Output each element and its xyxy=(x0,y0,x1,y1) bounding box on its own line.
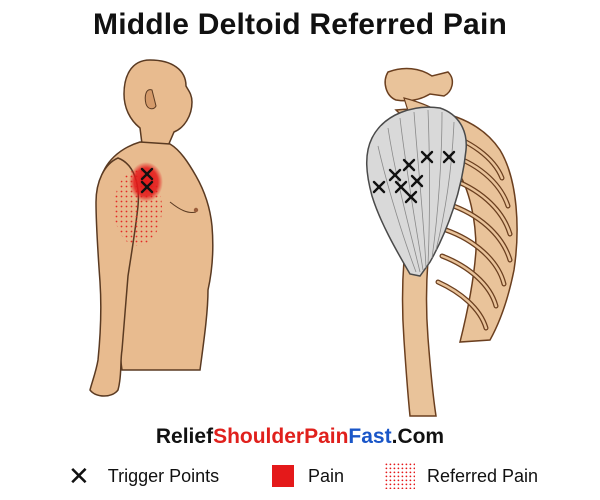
brand-part-shoulderpain: ShoulderPain xyxy=(213,425,349,448)
trigger-point xyxy=(140,180,154,194)
legend-label-pain: Pain xyxy=(308,465,345,486)
trigger-point xyxy=(404,190,418,204)
ear-shape xyxy=(144,89,157,110)
muscle-fibers xyxy=(377,109,455,273)
pain-area xyxy=(129,162,163,202)
pain-square-icon xyxy=(272,465,294,487)
trigger-point xyxy=(394,180,408,194)
legend: ✕ Trigger Points Pain Referred Pain xyxy=(0,460,600,492)
nipple-mark xyxy=(193,207,199,213)
legend-label-trigger-points: Trigger Points xyxy=(107,465,220,486)
trigger-point xyxy=(402,158,416,172)
trigger-point xyxy=(388,168,402,182)
trigger-point xyxy=(140,167,154,181)
page-title: Middle Deltoid Referred Pain xyxy=(93,8,507,41)
brand-url[interactable]: ReliefShoulderPainFast.Com xyxy=(0,425,600,449)
human-body-figure xyxy=(89,59,214,397)
legend-item-pain: Pain xyxy=(272,460,344,492)
legend-item-referred-pain: Referred Pain xyxy=(385,460,538,492)
cross-mark-icon: ✕ xyxy=(68,461,90,491)
anatomy-figure xyxy=(366,67,518,417)
trigger-point xyxy=(372,180,386,194)
chest-line xyxy=(169,201,197,213)
trigger-points-deltoid xyxy=(372,150,456,204)
head-shape xyxy=(123,59,193,147)
trigger-point xyxy=(442,150,456,164)
legend-item-trigger-points: ✕ Trigger Points xyxy=(68,460,219,492)
trigger-points-arm xyxy=(140,167,154,194)
brand-part-fast: Fast xyxy=(348,425,392,448)
illustration xyxy=(89,59,518,417)
trigger-point xyxy=(410,174,424,188)
clavicle-scapula xyxy=(384,67,454,102)
humerus-bone xyxy=(401,259,437,417)
trigger-point xyxy=(420,150,434,164)
dot-pattern-icon xyxy=(385,463,415,489)
legend-label-referred-pain: Referred Pain xyxy=(427,465,539,486)
brand-part-relief: Relief xyxy=(155,425,214,448)
brand-part-com: .Com xyxy=(391,425,445,448)
